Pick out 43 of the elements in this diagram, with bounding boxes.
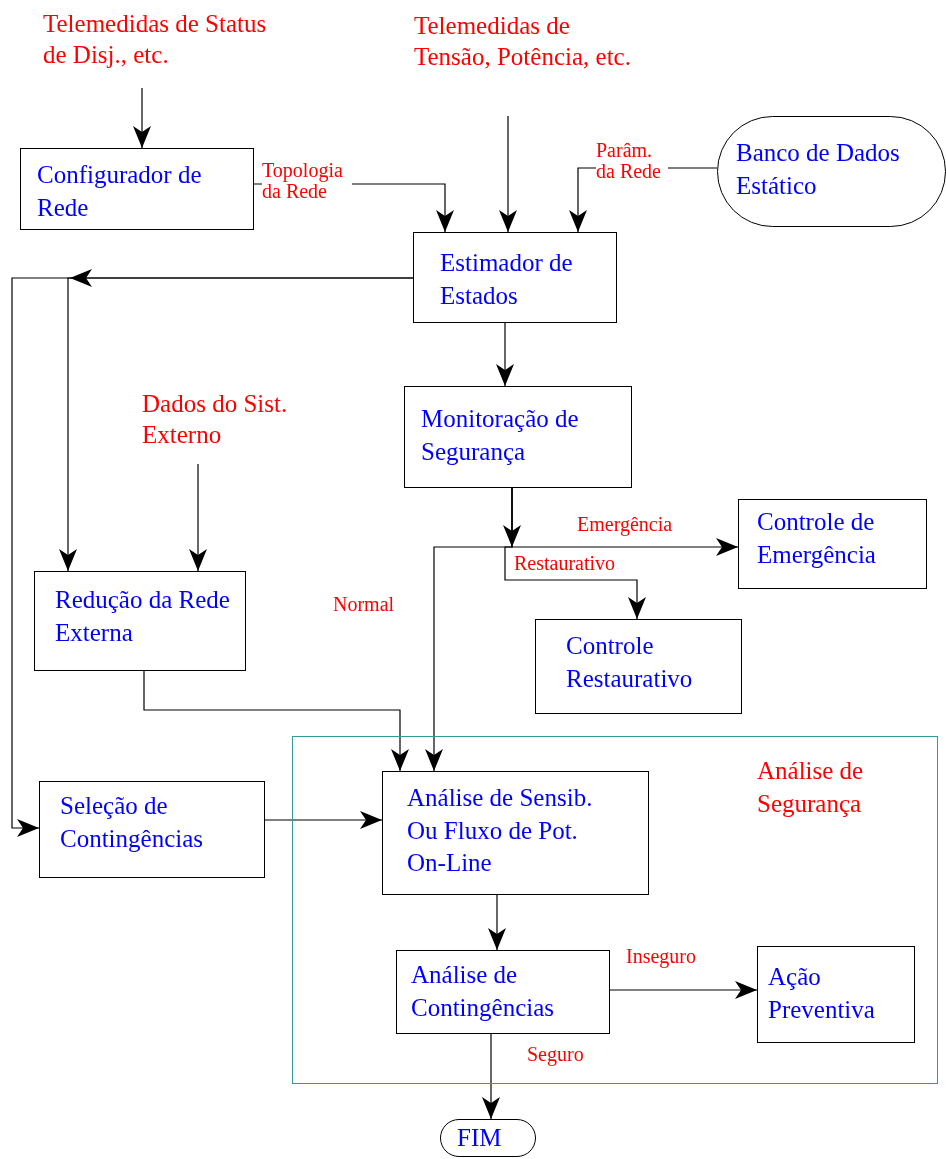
arrow: [143, 670, 409, 772]
group-frame: [292, 736, 938, 1084]
node-label: Monitoração de Segurança: [421, 404, 580, 467]
process-box: [396, 950, 610, 1034]
node-label: Controle de Emergência: [757, 507, 877, 570]
node-label: Redução da Rede Externa: [55, 585, 230, 648]
process-box: [382, 771, 649, 895]
arrow: [11, 277, 414, 837]
process-box: [738, 499, 927, 589]
process-box: [39, 781, 265, 878]
arrow: [264, 811, 383, 829]
arrow: [609, 981, 758, 999]
input-label: Dados do Sist. Externo: [142, 389, 289, 451]
node-label: Estimador de Estados: [440, 248, 574, 311]
arrow: [189, 463, 207, 572]
node-label: Seleção de Contingências: [60, 791, 205, 854]
edge-label: Seguro: [527, 1044, 584, 1065]
process-box: [757, 946, 915, 1043]
node-label: Análise de Sensib. Ou Fluxo de Pot. On-Line: [407, 783, 594, 878]
node-label: Ação Preventiva: [768, 962, 876, 1025]
terminal-shape: [440, 1119, 536, 1157]
node-label: Banco de Dados Estático: [736, 138, 901, 201]
process-box: [34, 571, 246, 671]
arrow: [133, 87, 151, 149]
arrow: [425, 487, 513, 772]
process-box: [413, 232, 617, 323]
input-label: Telemedidas de Status de Disj., etc.: [43, 9, 268, 71]
arrow: [488, 894, 506, 951]
process-box: [20, 148, 254, 230]
terminal-shape: [717, 116, 946, 227]
arrow: [482, 1033, 500, 1120]
node-label: Análise de Contingências: [411, 960, 556, 1023]
edge-label: Inseguro: [626, 946, 696, 967]
node-label: FIM: [457, 1123, 502, 1153]
edge-label: Emergência: [577, 514, 673, 535]
node-label: Configurador de Rede: [37, 160, 203, 223]
arrow: [496, 322, 514, 387]
input-label: Telemedidas de Tensão, Potência, etc.: [414, 11, 632, 73]
node-label: Controle Restaurativo: [566, 631, 694, 694]
arrow: [499, 115, 517, 233]
group-title: Análise de Segurança: [757, 756, 865, 819]
process-box: [535, 619, 742, 714]
process-box: [404, 386, 632, 488]
